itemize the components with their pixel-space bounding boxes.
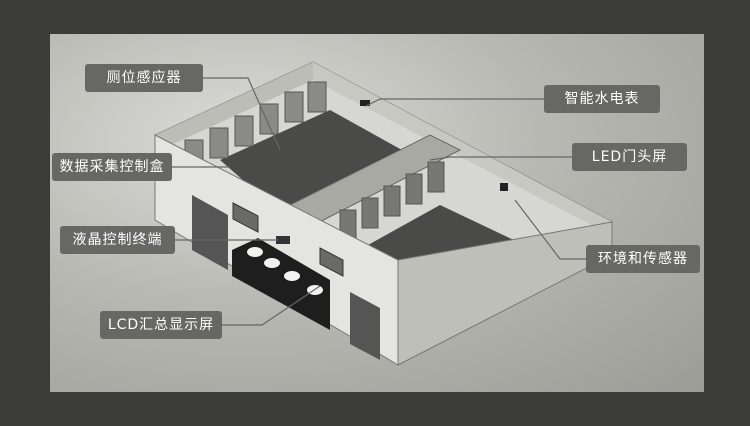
lcd-screen-2 — [319, 247, 344, 277]
door-left — [192, 195, 228, 270]
label-data-collection-box: 数据采集控制盒 — [52, 153, 172, 181]
data-collection-box — [276, 236, 290, 244]
basin-counter — [232, 238, 330, 330]
door-right — [350, 292, 380, 360]
env-sensor-device — [500, 183, 508, 191]
label-env-sensor: 环境和传感器 — [586, 245, 700, 273]
label-toilet-sensor: 厕位感应器 — [85, 64, 203, 92]
smart-meter-device — [360, 100, 370, 106]
label-lcd-terminal: 液晶控制终端 — [60, 226, 175, 254]
leader-lines — [172, 77, 586, 326]
label-lcd-summary-screen: LCD汇总显示屏 — [100, 311, 222, 339]
label-led-door-screen: LED门头屏 — [572, 143, 687, 171]
right-back-wall — [313, 62, 612, 232]
back-wall — [155, 62, 313, 150]
lcd-screen-1 — [232, 202, 259, 233]
label-smart-meter: 智能水电表 — [544, 85, 660, 113]
